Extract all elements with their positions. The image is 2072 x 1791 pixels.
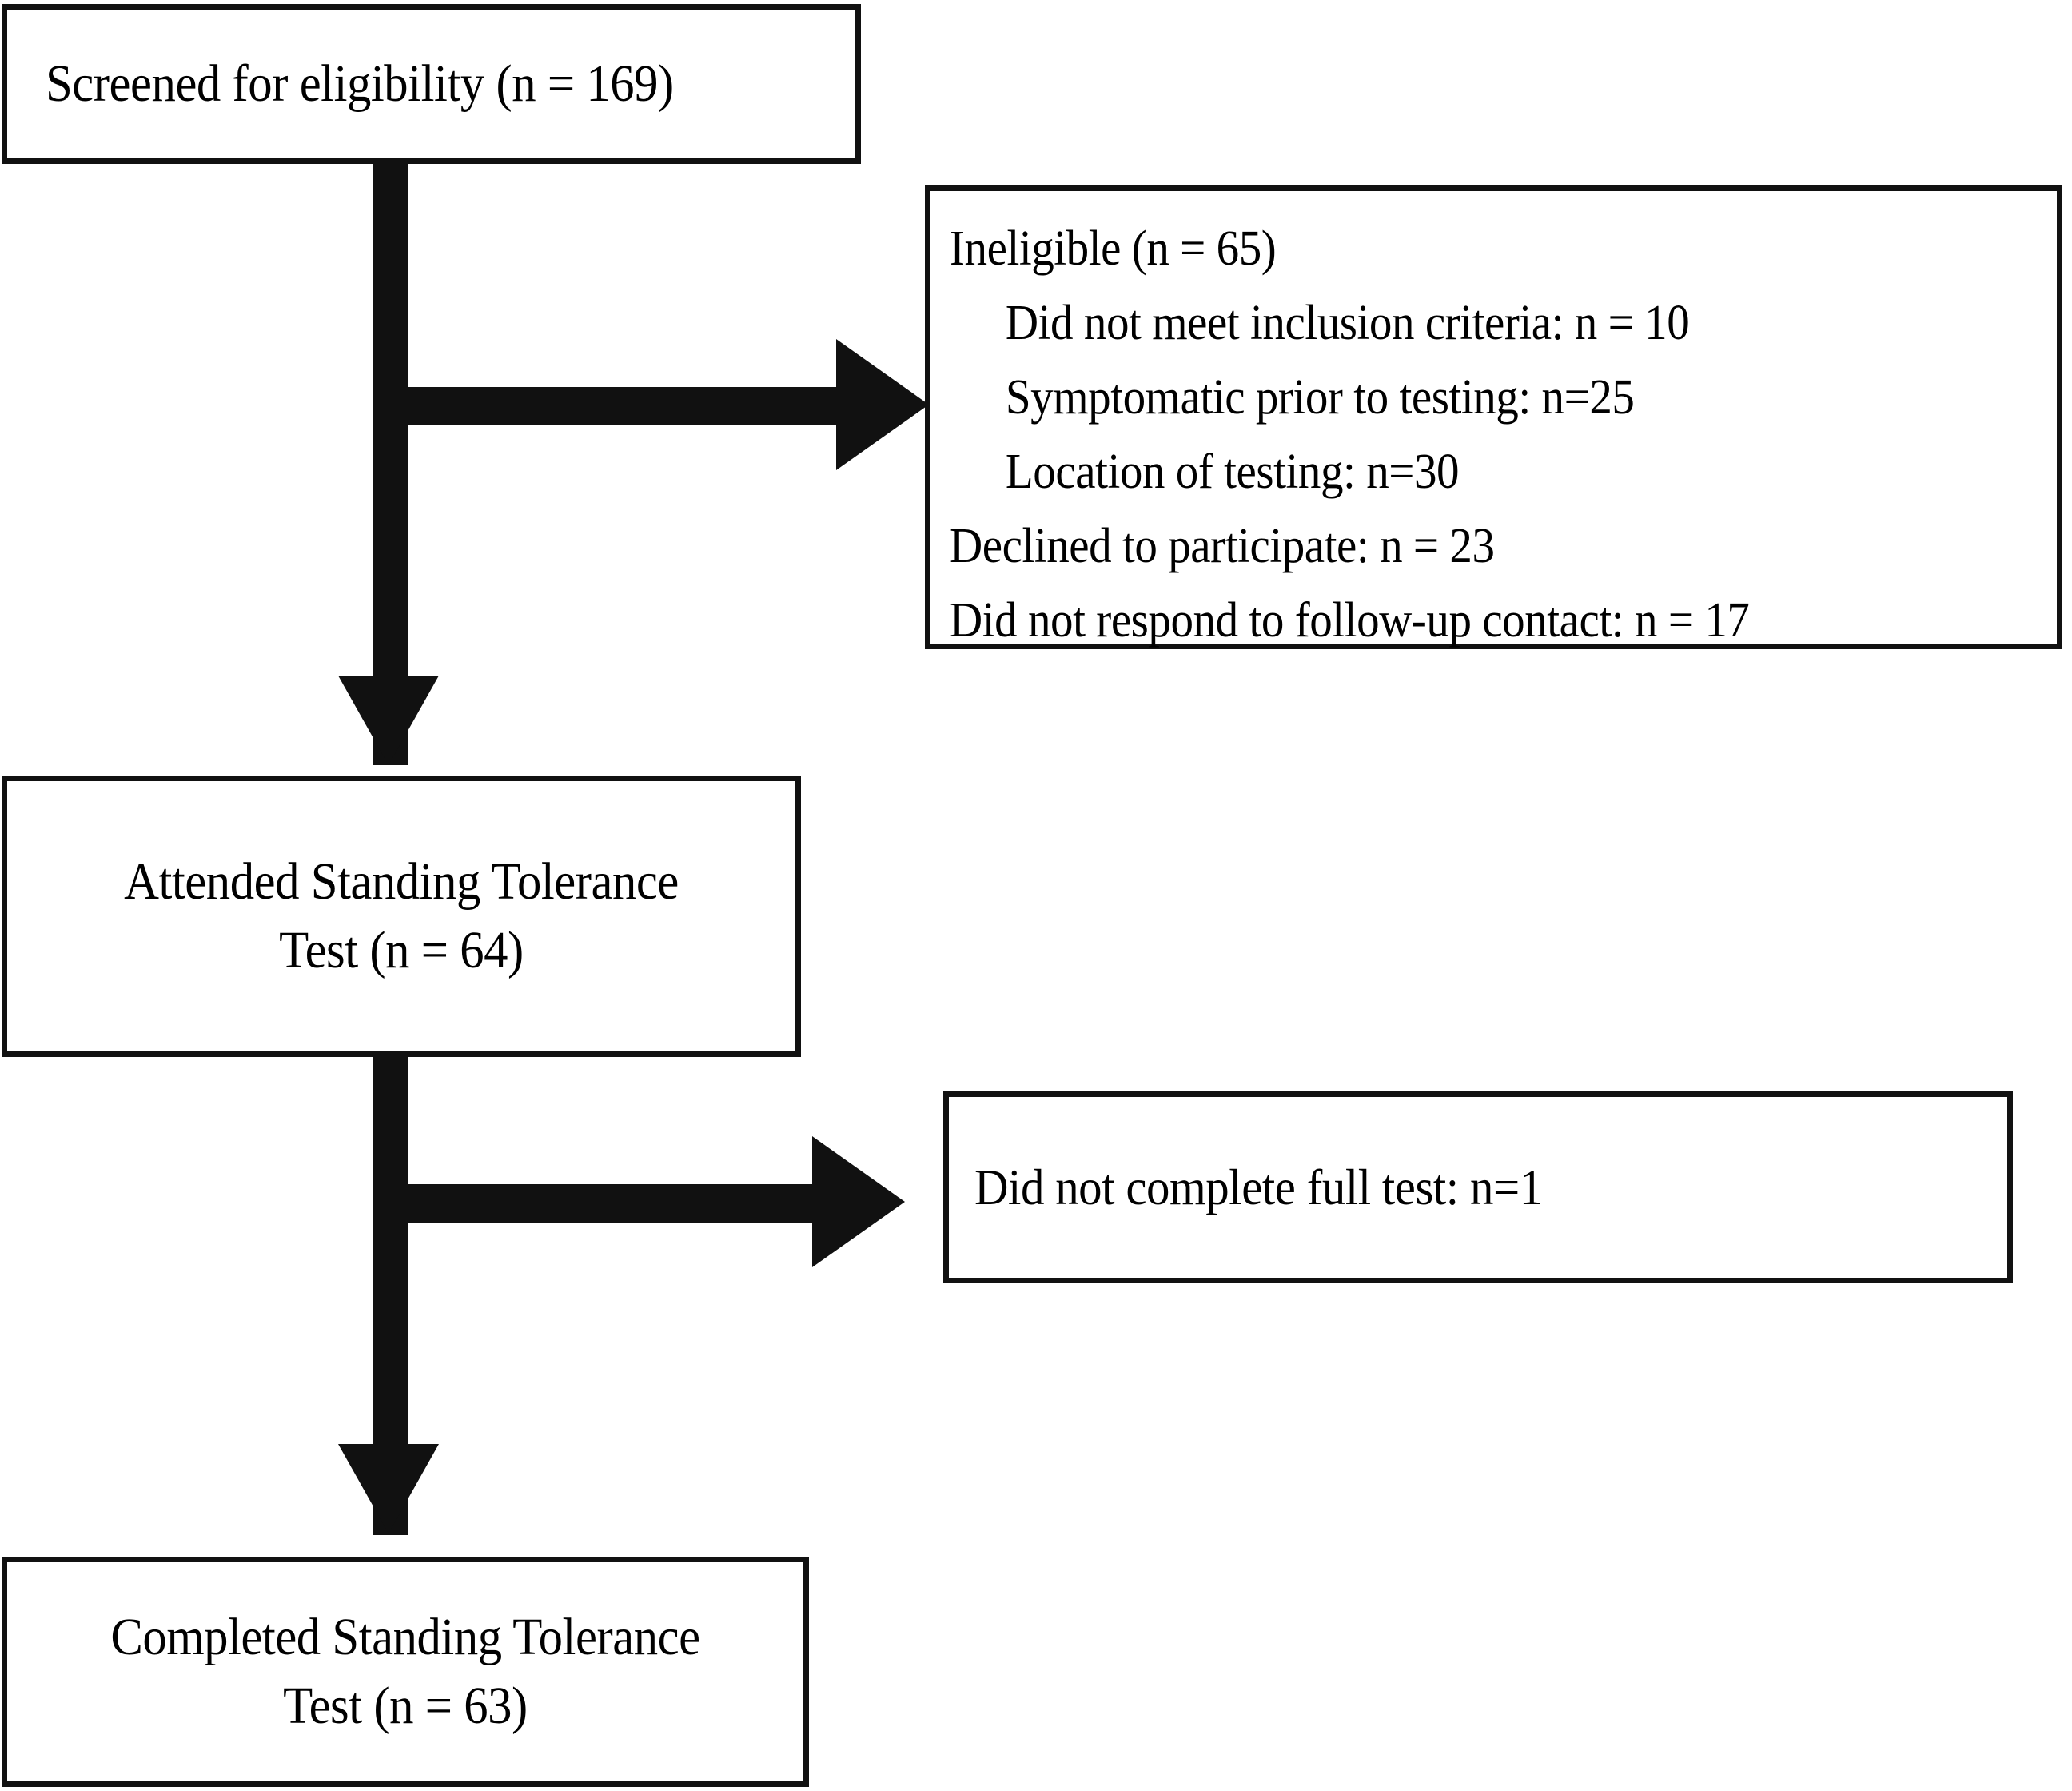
node-completed-standing-tolerance-test: Completed Standing Tolerance Test (n = 6… — [2, 1557, 809, 1787]
connector-attended-to-incomplete-stem — [408, 1184, 870, 1223]
arrowhead-right-to-ineligible-icon — [836, 339, 929, 470]
node-attended-standing-tolerance-test: Attended Standing Tolerance Test (n = 64… — [2, 776, 801, 1057]
node-attended-line-2: Test (n = 64) — [279, 921, 524, 979]
node-ineligible: Ineligible (n = 65) Did not meet inclusi… — [925, 185, 2062, 649]
node-ineligible-line-4: Location of testing: n=30 — [1005, 445, 1460, 499]
connector-screened-to-attended-trunk — [373, 164, 408, 765]
node-ineligible-line-1: Ineligible (n = 65) — [950, 221, 1277, 276]
node-ineligible-line-5: Declined to participate: n = 23 — [950, 519, 1495, 573]
node-completed-line-1: Completed Standing Tolerance — [110, 1608, 700, 1667]
node-ineligible-line-2: Did not meet inclusion criteria: n = 10 — [1005, 296, 1690, 350]
node-incomplete-line-1: Did not complete full test: n=1 — [974, 1158, 1543, 1215]
node-did-not-complete-full-test: Did not complete full test: n=1 — [943, 1091, 2013, 1283]
node-screened-for-eligibility: Screened for eligibility (n = 169) — [2, 4, 861, 164]
node-attended-line-1: Attended Standing Tolerance — [124, 852, 679, 911]
node-completed-line-2: Test (n = 63) — [283, 1677, 528, 1735]
node-ineligible-line-3: Symptomatic prior to testing: n=25 — [1005, 370, 1635, 425]
arrowhead-down-to-completed-icon — [338, 1444, 439, 1534]
arrowhead-right-to-incomplete-icon — [812, 1136, 905, 1267]
connector-screened-to-ineligible-stem — [408, 387, 894, 425]
node-screened-line-1: Screened for eligibility (n = 169) — [46, 54, 674, 114]
node-ineligible-line-6: Did not respond to follow-up contact: n … — [950, 593, 1750, 648]
arrowhead-down-to-attended-icon — [338, 676, 439, 765]
